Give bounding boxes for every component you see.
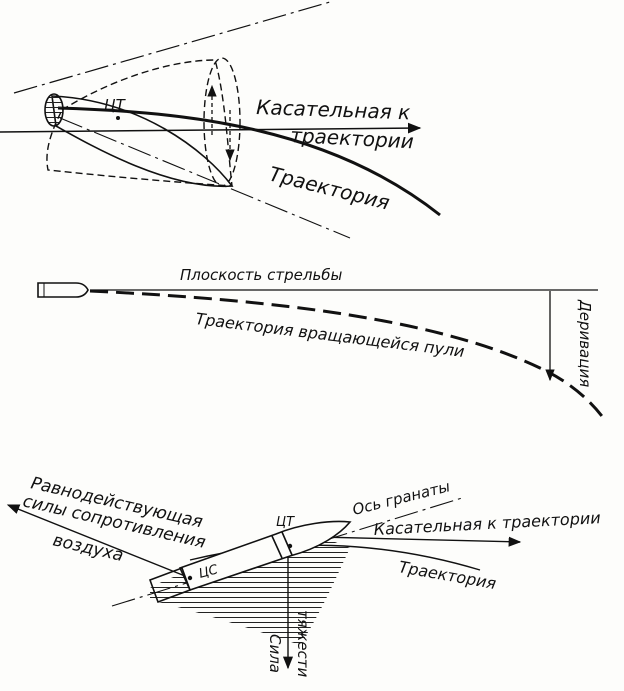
grenade-band xyxy=(271,531,293,559)
tangent-arrow xyxy=(0,122,422,134)
bullet-base xyxy=(44,93,64,127)
middle-bullet xyxy=(37,282,89,298)
label-tangent-line1: Касательная к xyxy=(256,95,411,124)
secondary-axis-line xyxy=(59,117,351,239)
label-plane-of-fire: Плоскость стрельбы xyxy=(180,266,343,284)
bullet-body-dashed xyxy=(46,59,233,187)
label-spinning-trajectory: Траектория вращающейся пули xyxy=(195,309,466,361)
spinning-bullet-trajectory xyxy=(89,289,607,421)
label-grenade-trajectory: Траектория xyxy=(397,557,498,593)
figure-top-precession: ЦТ Касательная к траектории Траектория xyxy=(0,1,441,239)
center-of-gravity-point xyxy=(116,116,120,120)
label-gravity-line1: Сила xyxy=(266,634,284,673)
figure-middle-derivation: Плоскость стрельбы Траектория вращающейс… xyxy=(37,266,607,421)
label-cs: ЦС xyxy=(197,562,220,582)
label-derivation: Деривация xyxy=(576,299,594,387)
label-resultant-line3: воздуха xyxy=(51,530,125,566)
grenade-center-of-pressure xyxy=(187,575,193,581)
grenade-center-of-gravity xyxy=(287,543,293,549)
grenade-tail xyxy=(148,566,192,604)
label-grenade-axis: Ось гранаты xyxy=(351,477,452,519)
hatched-region xyxy=(150,540,350,645)
grenade-body xyxy=(178,520,352,591)
label-trajectory-top: Траектория xyxy=(267,162,392,215)
label-ct-top: ЦТ xyxy=(104,96,127,114)
trajectory-curve xyxy=(57,106,441,217)
label-grenade-tangent: Касательная к траектории xyxy=(373,508,601,539)
air-resistance-arrow xyxy=(6,504,191,579)
precession-cone-ellipse xyxy=(203,57,241,187)
figure-bottom-grenade: Равнодействующая силы сопротивления возд… xyxy=(6,473,601,677)
grenade-axis-line xyxy=(111,497,463,607)
label-ct-bottom: ЦТ xyxy=(276,515,295,530)
bullet-axis-line xyxy=(13,1,331,94)
label-gravity-line2: тяжести xyxy=(294,610,312,677)
label-tangent-line2: траектории xyxy=(290,123,415,153)
